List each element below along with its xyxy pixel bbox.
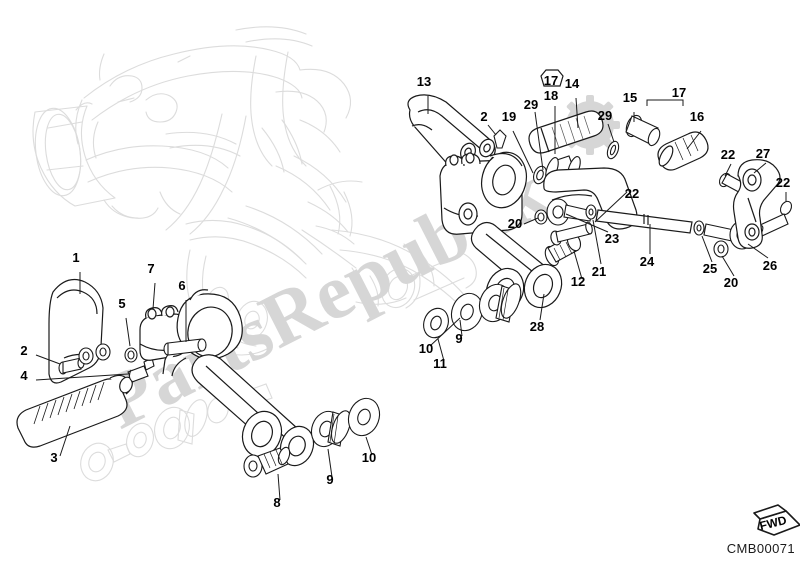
part-11-washer-center: [423, 307, 449, 339]
part-25-washer: [693, 220, 705, 236]
callout-6: 6: [178, 278, 185, 293]
callout-18: 18: [544, 88, 558, 103]
callout-11: 11: [433, 356, 447, 371]
ghost-frame-reference: [32, 26, 477, 356]
callout-12: 12: [571, 274, 585, 289]
part-10-washer-lower: [347, 397, 381, 437]
callout-20-right: 20: [724, 275, 738, 290]
part-4-pivot-pin: [127, 357, 155, 383]
callout-10-lower: 10: [362, 450, 376, 465]
leader-lines: [35, 96, 787, 501]
part-10-washer-center: [450, 292, 484, 332]
callout-5: 5: [118, 296, 125, 311]
drawing-code: CMB00071: [727, 541, 795, 556]
callout-29-left: 29: [524, 97, 538, 112]
part-27-rocker-arm: [732, 159, 781, 249]
brake-lever-arm-left: [191, 354, 315, 467]
ghost-mirror-parts: [80, 300, 273, 482]
callout-9-center: 9: [455, 331, 462, 346]
callout-2-left: 2: [20, 343, 27, 358]
part-6-bolt: [163, 338, 207, 356]
callout-21: 21: [592, 264, 606, 279]
callout-19: 19: [502, 109, 516, 124]
part-19-pivot-tube: [481, 151, 527, 209]
callout-14: 14: [565, 76, 580, 91]
callout-4: 4: [20, 368, 28, 383]
part-8-bolt: [243, 446, 291, 478]
part-16-rubber-sleeve: [657, 131, 709, 171]
part-23-rod-end-left: [546, 198, 593, 226]
callout-7: 7: [147, 261, 154, 276]
part-3-footpeg: [16, 374, 133, 448]
part-9-bushing-lower: [310, 410, 352, 448]
part-28-pedal-link: [470, 221, 563, 313]
callout-15: 15: [623, 90, 637, 105]
callout-10-center: 10: [419, 341, 433, 356]
callout-numbers: 1 2 3 4 5 6 7 8 9 10 9 10 11 12 13 14 15…: [20, 73, 790, 510]
callout-23: 23: [605, 231, 619, 246]
callout-9-lower: 9: [326, 472, 333, 487]
callout-22-a: 22: [625, 186, 639, 201]
callout-24: 24: [640, 254, 655, 269]
part-1-mount-eyes: [78, 343, 111, 365]
fwd-direction-marker: FWD: [753, 504, 800, 536]
callout-29-right: 29: [598, 108, 612, 123]
callout-3: 3: [50, 450, 57, 465]
callout-25: 25: [703, 261, 717, 276]
part-15-bolt: [625, 114, 661, 147]
callout-17-badge-label: 17: [544, 73, 558, 88]
part-20-nut-left: [534, 209, 548, 225]
part-29-seal-right: [606, 140, 620, 160]
callout-2-upper: 2: [480, 109, 487, 124]
part-20-nut-right: [713, 240, 729, 258]
callout-17-bracket: 17: [672, 85, 686, 100]
callout-20-left: 20: [508, 216, 522, 231]
callout-27: 27: [756, 146, 770, 161]
part-21-washer: [585, 204, 597, 220]
part-24-tie-rod: [595, 209, 693, 234]
callout-1: 1: [72, 250, 79, 265]
callout-26: 26: [763, 258, 777, 273]
part-2-screw-upper: [493, 129, 507, 149]
part-2-screw-left: [58, 357, 85, 375]
part-5-bush: [124, 347, 138, 363]
callout-16: 16: [690, 109, 704, 124]
callout-22-b: 22: [721, 147, 735, 162]
part-29-seal-left: [533, 165, 547, 185]
fwd-label: FWD: [758, 513, 788, 533]
callout-17-badge: [540, 69, 564, 87]
callout-22-c: 22: [776, 175, 790, 190]
callout-8: 8: [273, 495, 280, 510]
part-9-bushing-center: [478, 283, 522, 323]
callout-13: 13: [417, 74, 431, 89]
callout-28: 28: [530, 319, 544, 334]
